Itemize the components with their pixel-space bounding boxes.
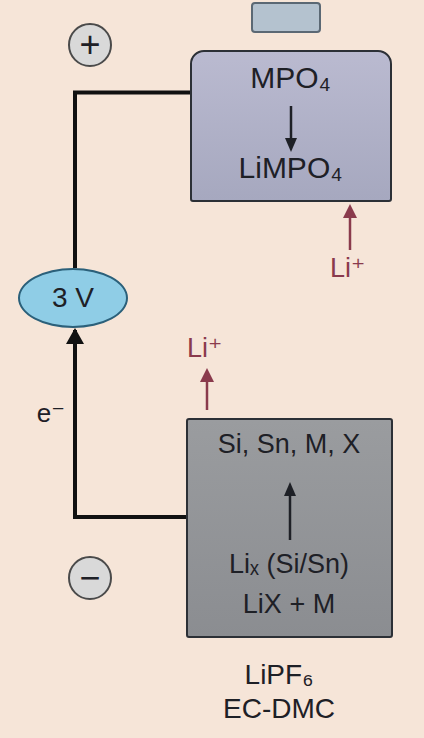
- text-word: LiMPO₄: [239, 151, 343, 184]
- arrow-head: [66, 328, 84, 344]
- product-text: LiMPO₄: [192, 146, 389, 190]
- arrow-head: [343, 204, 357, 218]
- cathode-box: MPO₄ LiMPO₄: [190, 50, 392, 202]
- ion-arrow: [349, 214, 352, 250]
- voltage-ellipse: 3 V: [18, 268, 128, 328]
- circuit-wire: [75, 330, 186, 517]
- text-word: Sn,: [257, 429, 298, 459]
- reaction-arrow: [281, 104, 301, 154]
- terminal-circle: +: [68, 23, 112, 67]
- text-word: MPO₄: [250, 61, 331, 94]
- product-text: Liₓ (Si/Sn) LiX + M: [211, 544, 367, 624]
- text-word: +: [289, 589, 305, 619]
- circuit-wire: [75, 93, 190, 268]
- reactant-text: MPO₄: [192, 56, 389, 100]
- ion-label: Li⁺: [187, 332, 222, 364]
- electrolyte-label: LiPF₆ EC-DMC: [204, 658, 354, 726]
- ion-arrows: [200, 204, 357, 410]
- text-word: EC-DMC: [223, 693, 335, 724]
- text-word: M,: [305, 429, 335, 459]
- battery-terminal: [252, 3, 320, 32]
- text-word: M: [313, 589, 336, 619]
- text-word: (Si/Sn): [266, 549, 349, 579]
- text-word: LiX: [243, 589, 282, 619]
- reaction-arrow: [280, 480, 300, 542]
- text-word: Si,: [218, 429, 250, 459]
- polarity-sign: −: [79, 560, 100, 596]
- arrow-head: [200, 368, 214, 382]
- battery-cell: LiPF₆ EC-DMC MPO₄ LiMPO₄ Si, Sn, M, X Liₓ (S…: [148, 30, 410, 728]
- voltage-text: 3 V: [52, 284, 94, 312]
- reactant-text: Si, Sn, M, X: [188, 424, 390, 464]
- text-word: LiPF₆: [245, 659, 314, 690]
- anode-box: Si, Sn, M, X Liₓ (Si/Sn) LiX + M: [186, 418, 393, 638]
- text-word: Liₓ: [229, 549, 259, 579]
- ion-arrow: [206, 378, 209, 410]
- text-word: X: [342, 429, 360, 459]
- polarity-sign: +: [79, 27, 100, 63]
- cell-body: [150, 32, 408, 726]
- electron-label: e⁻: [37, 398, 65, 429]
- ion-label: Li⁺: [330, 252, 365, 284]
- terminal-circle: −: [68, 556, 112, 600]
